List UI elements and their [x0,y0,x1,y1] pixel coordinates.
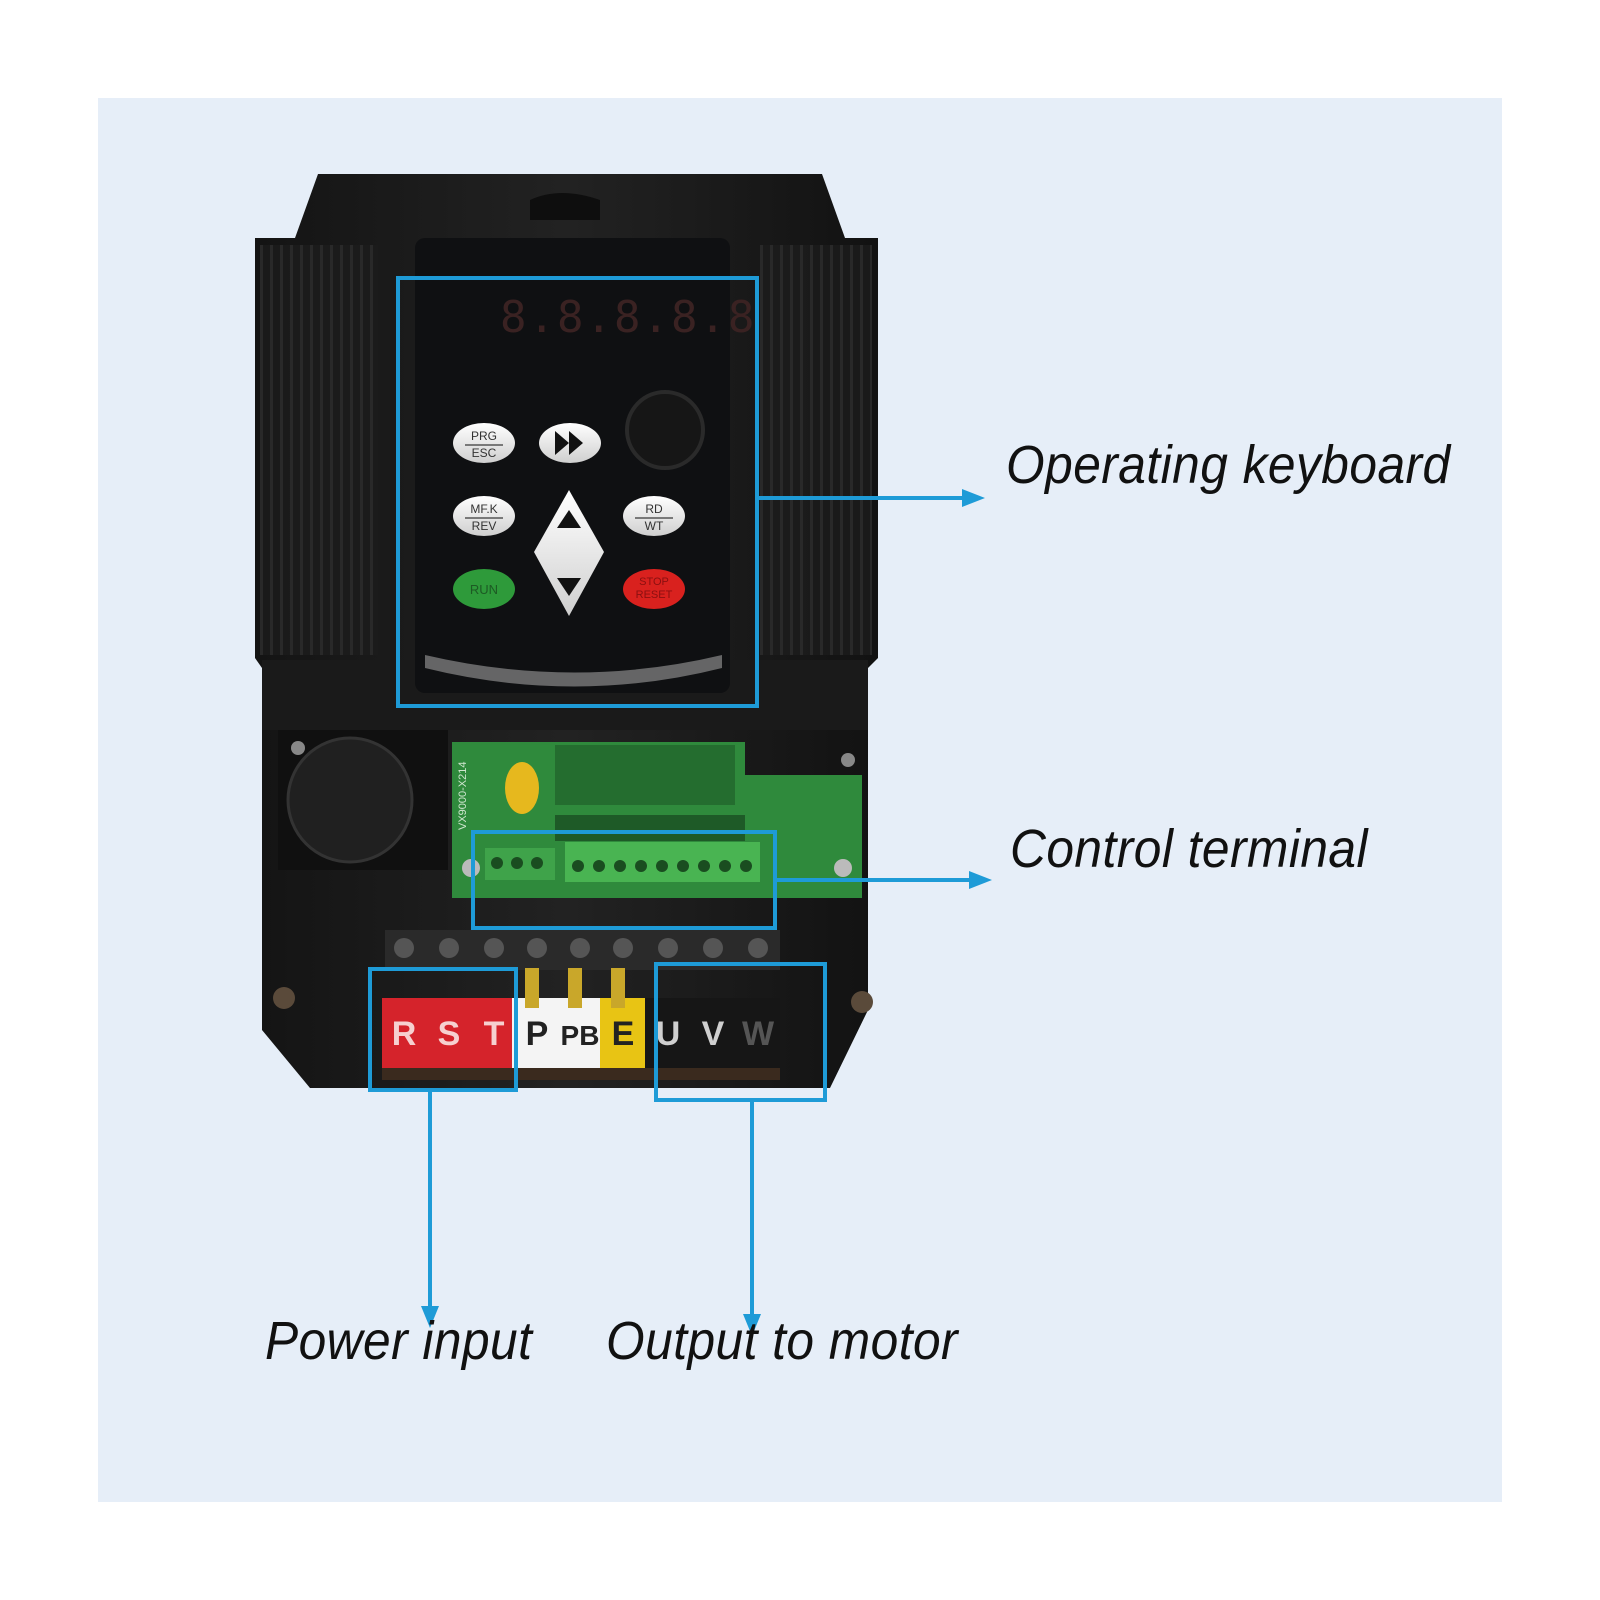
reset-label: RESET [636,589,673,601]
control-board [452,742,862,898]
callout-arrowheads [421,489,992,1336]
rd-label: RD [645,502,663,516]
terminal-p: P [526,1015,549,1053]
terminal-labels: R S T P PB E U V W [392,1015,775,1053]
run-label: RUN [470,582,498,597]
stop-reset-button[interactable]: STOP RESET [623,569,685,609]
up-down-button[interactable] [534,490,604,616]
terminal-pb: PB [561,1020,600,1051]
terminal-e: E [612,1015,635,1053]
esc-label: ESC [472,446,497,460]
mfk-label: MF.K [470,502,497,516]
terminal-r: R [392,1015,417,1053]
terminal-t: T [484,1015,505,1053]
output-highlight-box [654,962,827,1102]
power-input-highlight-box [368,967,518,1092]
terminal-w: W [742,1015,775,1053]
prg-label: PRG [471,429,497,443]
terminal-strip [382,930,780,1080]
callout-operating-keyboard: Operating keyboard [1006,435,1451,495]
terminal-s: S [438,1015,461,1053]
potentiometer-knob[interactable] [625,390,705,470]
board-model-text: VX9000-X214 [457,762,469,831]
capacitor [505,762,539,814]
run-button[interactable]: RUN [453,569,515,609]
callout-power-input: Power input [265,1311,533,1371]
shift-button[interactable] [539,423,601,463]
callout-output-to-motor: Output to motor [606,1311,959,1371]
rd-wt-button[interactable]: RD WT [623,496,685,536]
fast-forward-icon [555,431,583,455]
keyboard-highlight-box [396,276,759,708]
up-arrow-icon [557,510,581,528]
terminal-v: V [702,1015,725,1053]
mfk-rev-button[interactable]: MF.K REV [453,496,515,536]
rev-label: REV [472,519,497,533]
wt-label: WT [645,519,664,533]
prg-esc-button[interactable]: PRG ESC [453,423,515,463]
down-arrow-icon [557,578,581,596]
terminal-u: U [656,1015,681,1053]
callout-control-terminal: Control terminal [1010,819,1369,879]
callout-graphics [368,276,975,1318]
led-display: 8.8.8.8.8 [500,292,756,343]
stop-label: STOP [639,576,669,588]
